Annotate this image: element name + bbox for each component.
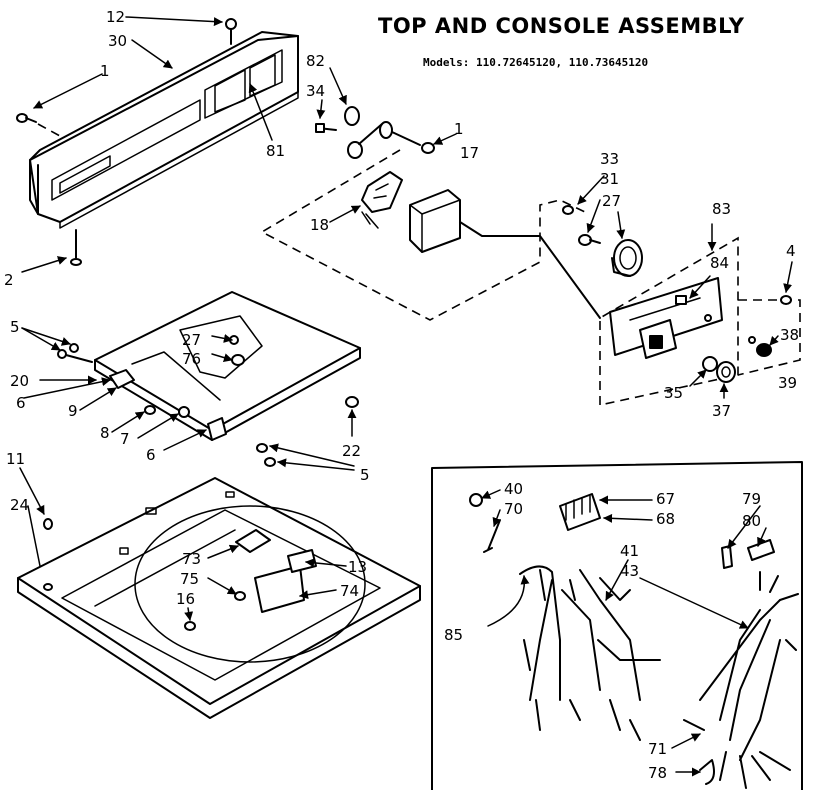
fill-hose-part xyxy=(315,106,435,159)
label-30: 30 xyxy=(108,32,127,50)
label-8: 8 xyxy=(100,424,110,442)
label-33: 33 xyxy=(600,150,619,168)
leader-arrows xyxy=(19,16,793,777)
model-numbers: Models: 110.72645120, 110.73645120 xyxy=(423,56,648,69)
label-71: 71 xyxy=(648,740,667,758)
label-82: 82 xyxy=(306,52,325,70)
label-76: 76 xyxy=(182,350,201,368)
label-40: 40 xyxy=(504,480,523,498)
timer-switch xyxy=(409,189,601,319)
label-1: 1 xyxy=(100,62,110,80)
label-43: 43 xyxy=(620,562,639,580)
label-67: 67 xyxy=(656,490,675,508)
label-39: 39 xyxy=(778,374,797,392)
screw-icon xyxy=(780,295,792,305)
wiring-harness xyxy=(469,493,799,789)
screw-icon xyxy=(70,229,82,266)
console-panel xyxy=(29,31,299,229)
label-73: 73 xyxy=(182,550,201,568)
harness-inset-frame xyxy=(431,461,803,790)
control-panel-outline xyxy=(599,236,739,406)
rear-control-panel xyxy=(609,277,723,359)
label-70: 70 xyxy=(504,500,523,518)
label-85: 85 xyxy=(444,626,463,644)
label-78: 78 xyxy=(648,764,667,782)
label-13: 13 xyxy=(348,558,367,576)
label-83: 83 xyxy=(712,200,731,218)
label-2: 2 xyxy=(4,271,14,289)
label-1: 1 xyxy=(454,120,464,138)
label-9: 9 xyxy=(68,402,78,420)
label-5b: 5 xyxy=(360,466,370,484)
label-11: 11 xyxy=(6,450,25,468)
label-4: 4 xyxy=(786,242,796,260)
label-22: 22 xyxy=(342,442,361,460)
screw-icon xyxy=(225,18,237,45)
label-31: 31 xyxy=(600,170,619,188)
label-5: 5 xyxy=(10,318,20,336)
label-17: 17 xyxy=(460,144,479,162)
label-37: 37 xyxy=(712,402,731,420)
label-38: 38 xyxy=(780,326,799,344)
label-41: 41 xyxy=(620,542,639,560)
label-20: 20 xyxy=(10,372,29,390)
part-labels: 12 30 1 2 81 82 34 1 17 18 33 31 27 83 4… xyxy=(4,8,799,782)
label-27: 27 xyxy=(602,192,621,210)
label-6b: 6 xyxy=(146,446,156,464)
label-27b: 27 xyxy=(182,331,201,349)
control-knob xyxy=(611,239,643,277)
screw-icon xyxy=(16,113,61,137)
label-24: 24 xyxy=(10,496,29,514)
label-79: 79 xyxy=(742,490,761,508)
cabinet-top xyxy=(17,477,421,719)
screw-icon xyxy=(562,205,601,246)
label-12: 12 xyxy=(106,8,125,26)
knob-set xyxy=(702,336,772,383)
label-7: 7 xyxy=(120,430,130,448)
label-75: 75 xyxy=(180,570,199,588)
panel-parts-outline xyxy=(737,299,801,376)
label-34: 34 xyxy=(306,82,325,100)
label-18: 18 xyxy=(310,216,329,234)
diagram-title: TOP AND CONSOLE ASSEMBLY xyxy=(378,14,745,38)
hinge-parts xyxy=(57,335,359,467)
label-16: 16 xyxy=(176,590,195,608)
label-6: 6 xyxy=(16,394,26,412)
label-68: 68 xyxy=(656,510,675,528)
label-74: 74 xyxy=(340,582,359,600)
label-81: 81 xyxy=(266,142,285,160)
label-35: 35 xyxy=(664,384,683,402)
switch-actuator xyxy=(361,171,403,229)
label-80: 80 xyxy=(742,512,761,530)
label-84: 84 xyxy=(710,254,729,272)
